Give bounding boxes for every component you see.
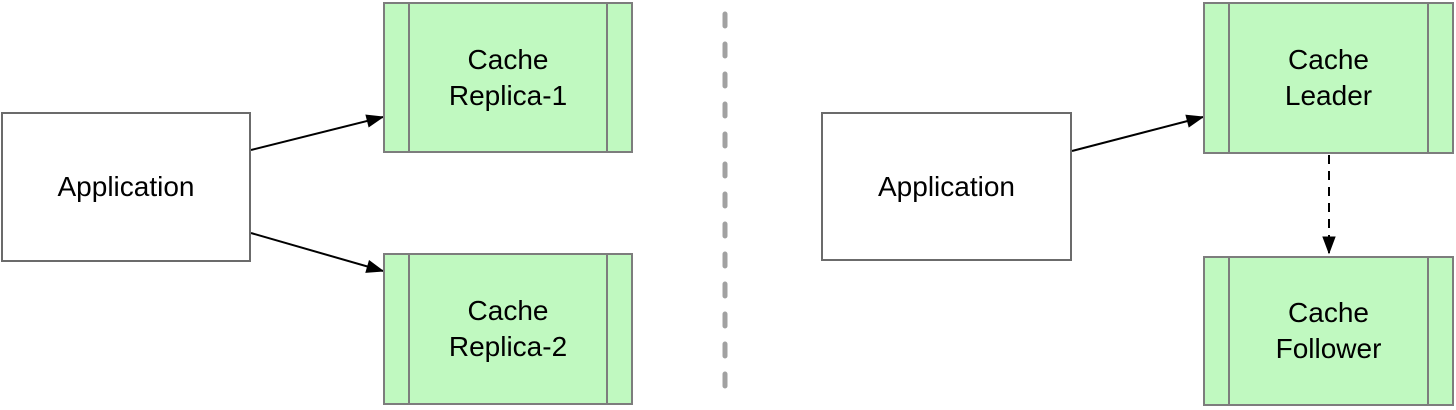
node-label: Application xyxy=(878,170,1015,202)
node-label: Cache Leader xyxy=(1284,44,1373,111)
node-label: Cache Replica-2 xyxy=(448,295,568,362)
node-label: Cache Replica-1 xyxy=(448,43,568,111)
application-node-right: Application xyxy=(821,112,1072,261)
arrow-app-to-leader xyxy=(1071,114,1205,152)
cache-replica-2-node: Cache Replica-2 xyxy=(383,253,633,405)
application-node-left: Application xyxy=(1,112,251,262)
arrow-app-to-replica2 xyxy=(250,232,385,273)
cache-follower-node: Cache Follower xyxy=(1203,256,1454,406)
arrow-app-to-replica1 xyxy=(250,114,385,151)
cache-replica-1-node: Cache Replica-1 xyxy=(383,2,633,153)
node-label: Application xyxy=(57,171,195,202)
cache-leader-node: Cache Leader xyxy=(1203,2,1454,154)
node-label: Cache Follower xyxy=(1275,297,1382,364)
